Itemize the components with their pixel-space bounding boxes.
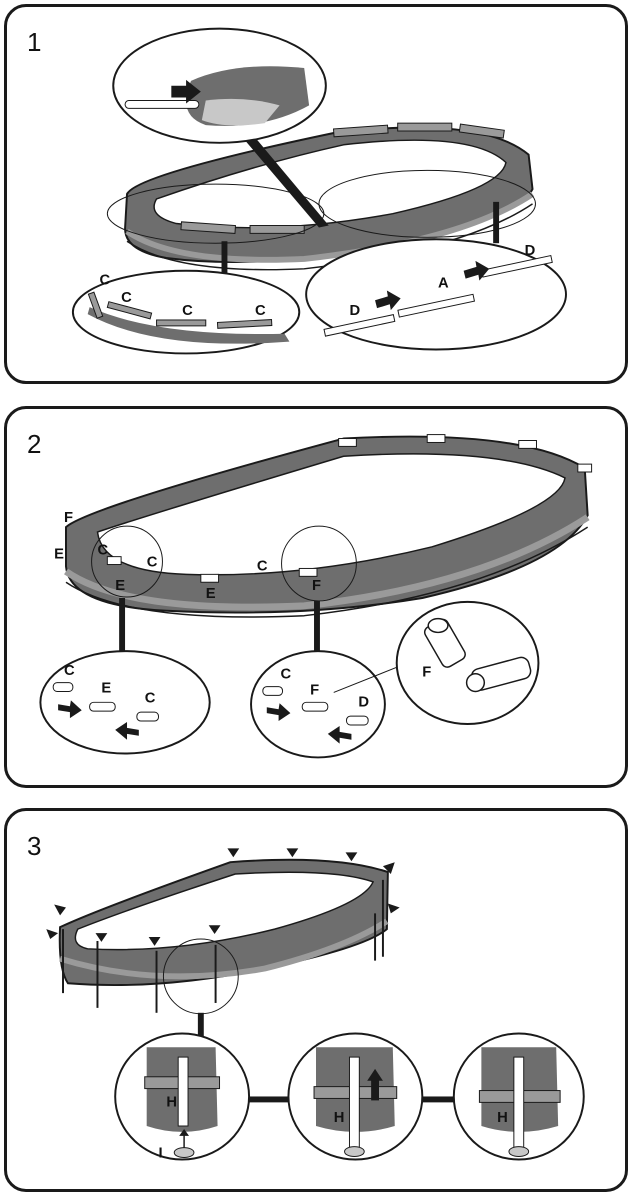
detail-bubble-d-a-rails: D A D xyxy=(305,238,567,351)
label-h: H xyxy=(497,1110,508,1126)
label-d: D xyxy=(349,303,360,319)
label-a: A xyxy=(438,275,449,291)
label-e: E xyxy=(206,586,216,602)
label-e: E xyxy=(54,547,64,563)
top-rails xyxy=(106,434,593,583)
connector xyxy=(314,600,320,653)
label-h: H xyxy=(166,1094,177,1110)
label-c: C xyxy=(97,543,108,559)
label-c: C xyxy=(64,663,75,679)
label-c: C xyxy=(255,303,266,319)
detail-outline-right xyxy=(318,169,536,238)
label-f: F xyxy=(310,682,319,698)
detail-bubble-leg-done: H xyxy=(452,1032,585,1161)
step-2-illustration: F E C C E E C F C E C C xyxy=(39,434,593,759)
label-f: F xyxy=(312,578,321,594)
detail-bubble-f-fitting: F xyxy=(333,600,540,725)
step-2-panel: 2 F E C C E E C F xyxy=(4,406,628,788)
label-d: D xyxy=(525,243,536,259)
step-1-illustration: C C C C D A D xyxy=(71,27,567,355)
label-c: C xyxy=(281,667,292,683)
connector xyxy=(245,1096,305,1103)
pool-frame xyxy=(58,858,389,1013)
pool-frame xyxy=(64,435,590,618)
label-c: C xyxy=(99,273,110,289)
corner-arrow-markers xyxy=(46,848,400,946)
label-f: F xyxy=(64,510,73,526)
label-c: C xyxy=(121,290,132,306)
label-c: C xyxy=(182,303,193,319)
connector xyxy=(197,1012,204,1043)
detail-outline-left xyxy=(91,525,163,598)
label-c: C xyxy=(147,554,158,570)
label-i: I xyxy=(159,1146,163,1162)
step-number: 1 xyxy=(27,27,42,57)
detail-bubble-c-f-d: C F D xyxy=(250,650,386,759)
label-h: H xyxy=(334,1110,345,1126)
step-3-illustration: H I H H xyxy=(46,848,585,1162)
step-3-panel: 3 xyxy=(4,808,628,1192)
label-c: C xyxy=(257,558,268,574)
detail-bubble-leg-push: H xyxy=(287,1032,424,1161)
label-e: E xyxy=(115,578,125,594)
connector xyxy=(493,201,500,244)
label-c: C xyxy=(145,690,156,706)
step-number: 2 xyxy=(27,429,42,459)
label-e: E xyxy=(101,680,111,696)
detail-bubble-c-e-c: C E C xyxy=(39,650,211,755)
step-1-panel: 1 xyxy=(4,4,628,384)
label-d: D xyxy=(358,694,369,710)
label-f: F xyxy=(422,665,431,681)
detail-bubble-leg-insert: H I xyxy=(114,1032,251,1162)
step-number: 3 xyxy=(27,831,42,861)
connector xyxy=(412,1096,457,1103)
detail-bubble-sleeve xyxy=(112,27,329,228)
top-rails xyxy=(180,122,505,234)
detail-bubble-c-rails: C C C C xyxy=(71,269,301,355)
connector xyxy=(221,241,228,291)
connector xyxy=(119,597,126,653)
